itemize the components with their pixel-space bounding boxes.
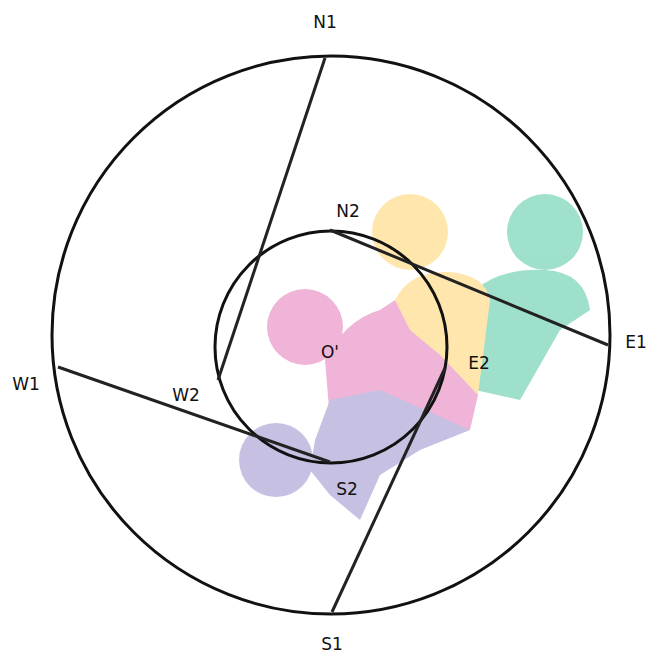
point-label: S1 [321, 636, 343, 653]
point-label: W2 [172, 387, 200, 404]
watermark-figures [239, 194, 590, 520]
point-label: E2 [468, 355, 490, 372]
radial-lines [58, 58, 608, 612]
point-label: N1 [313, 14, 337, 31]
point-label: O' [321, 344, 339, 361]
point-label: W1 [12, 376, 40, 393]
point-label: E1 [625, 334, 647, 351]
circles [52, 56, 610, 614]
point-label: S2 [336, 481, 358, 498]
point-label: N2 [336, 203, 360, 220]
